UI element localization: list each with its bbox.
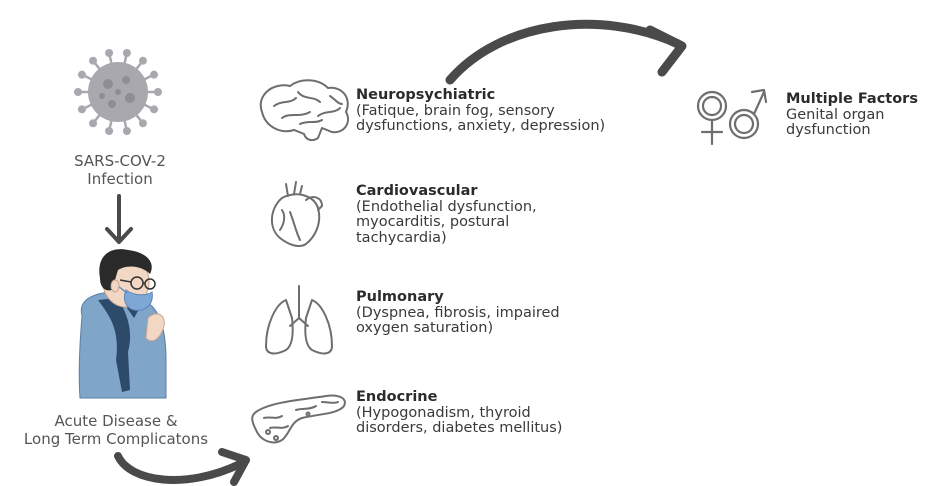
category-title: Neuropsychiatric xyxy=(356,88,656,104)
category-title: Endocrine xyxy=(356,390,656,406)
category-title: Cardiovascular xyxy=(356,184,656,200)
category-detail: (Dyspnea, fibrosis, impaired oxygen satu… xyxy=(356,306,656,337)
multiple-factors-title: Multiple Factors xyxy=(786,92,931,108)
category-cardiovascular: Cardiovascular (Endothelial dysfunction,… xyxy=(356,184,656,246)
category-pulmonary: Pulmonary (Dyspnea, fibrosis, impaired o… xyxy=(356,290,656,337)
patient-label: Acute Disease & Long Term Complicatons xyxy=(0,412,232,448)
category-title: Pulmonary xyxy=(356,290,656,306)
virus-label: SARS-COV-2 Infection xyxy=(50,152,190,188)
category-neuropsychiatric: Neuropsychiatric (Fatique, brain fog, se… xyxy=(356,88,656,135)
category-endocrine: Endocrine (Hypogonadism, thyroid disorde… xyxy=(356,390,656,437)
multiple-factors: Multiple Factors Genital organ dysfuncti… xyxy=(786,92,931,139)
category-detail: (Endothelial dysfunction, myocarditis, p… xyxy=(356,200,656,247)
multiple-factors-detail: Genital organ dysfunction xyxy=(786,108,931,139)
category-detail: (Fatique, brain fog, sensory dysfunction… xyxy=(356,104,656,135)
category-detail: (Hypogonadism, thyroid disorders, diabet… xyxy=(356,406,656,437)
